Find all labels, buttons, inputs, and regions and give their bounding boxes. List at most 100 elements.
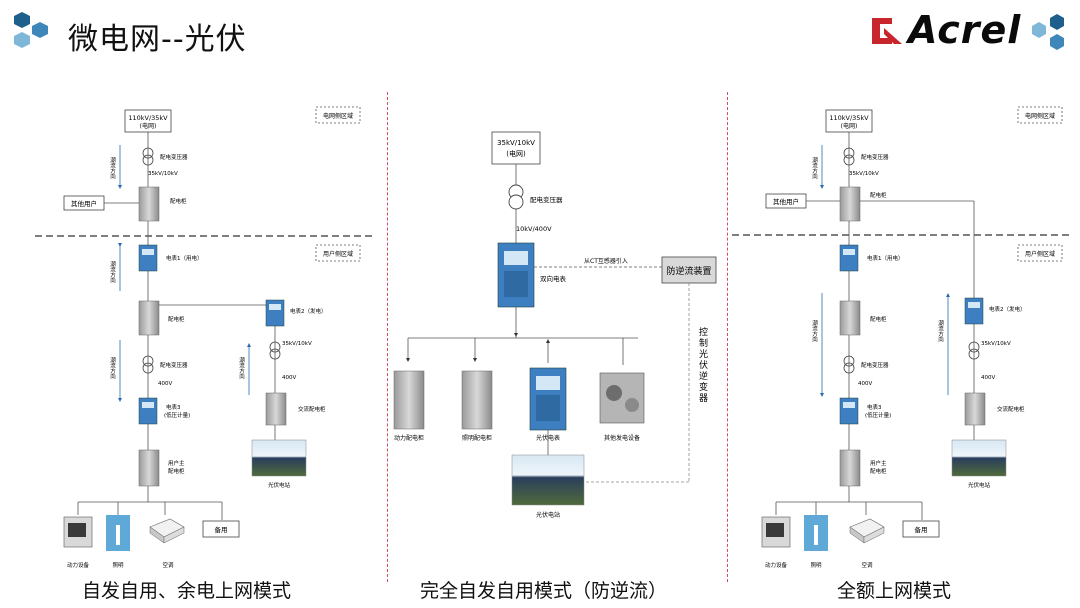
user-main-cabinet <box>138 449 160 487</box>
device-ac-label: 空调 <box>861 561 873 569</box>
divider-right <box>727 92 728 582</box>
flow-label-1: 潮流方向 <box>109 156 116 180</box>
device-power-label: 动力设备 <box>67 561 90 569</box>
grid-voltage-label: 110kV/35kV <box>128 114 168 122</box>
distribution-cabinet <box>839 186 861 222</box>
grid-voltage-label: 35kV/10kV <box>497 139 535 147</box>
device-light-label: 照明 <box>112 562 124 569</box>
pv-station-image <box>511 454 585 506</box>
ac-distribution-cabinet <box>964 392 986 426</box>
grid-zone-box <box>1017 106 1063 124</box>
user-main-cabinet <box>839 449 861 487</box>
hexagon-cluster-icon <box>14 12 48 48</box>
user-zone-label: 用户侧区域 <box>323 250 353 258</box>
other-user-label: 其他用户 <box>71 199 97 208</box>
meter-1-icon <box>839 244 859 272</box>
grid-sub-label: (电网) <box>506 149 526 158</box>
distribution-cabinet-2 <box>138 300 160 336</box>
grid-zone-label: 电网侧区域 <box>1025 112 1055 120</box>
grid-sub-label: (电网) <box>841 122 858 130</box>
power-distribution-cabinet <box>393 370 425 430</box>
page-title: 微电网--光伏 <box>68 22 247 57</box>
hexagon-cluster-right-icon <box>1032 14 1064 50</box>
voltage-35-10-label-2: 35kV/10kV <box>282 341 312 347</box>
flow-label-2: 潮流方向 <box>109 260 116 284</box>
meter-3-label: 电表3 <box>166 403 181 411</box>
pv-station-label: 光伏电站 <box>536 511 560 519</box>
spare-box <box>202 520 240 538</box>
meter-3-sub-label: (低压计量) <box>164 411 190 419</box>
device-light-label: 照明 <box>810 562 822 569</box>
meter-1-label: 电表1（用电） <box>867 254 904 262</box>
ac-cabinet-label: 交流配电柜 <box>298 405 326 413</box>
meter-2-label: 电表2（发电） <box>989 305 1026 313</box>
generator-label: 其他发电设备 <box>604 434 640 442</box>
transformer-label: 配电变压器 <box>160 153 188 161</box>
grid-zone-label: 电网侧区域 <box>323 112 353 120</box>
cabinet-label-2: 配电柜 <box>168 315 185 323</box>
voltage-400-label: 400V <box>158 381 172 387</box>
transformer-label-2: 配电变压器 <box>160 361 188 369</box>
grid-source-box <box>491 131 541 165</box>
pv-station-label: 光伏电站 <box>268 481 291 489</box>
lighting-distribution-cabinet <box>461 370 493 430</box>
device-spare-label: 备用 <box>215 525 228 534</box>
meter-1-icon <box>138 244 158 272</box>
meter-1-label: 电表1（用电） <box>166 254 203 262</box>
mode-label-full-self-use: 完全自发自用模式（防逆流） <box>420 580 668 602</box>
power-cab-label: 动力配电柜 <box>394 434 424 442</box>
anti-backflow-label: 防逆流装置 <box>666 265 711 277</box>
control-inverter-note: 控制光伏逆变器 <box>697 326 708 404</box>
flow-label-2: 潮流方向 <box>811 319 818 343</box>
panel-1-diagram: 110kV/35kV (电网) 电网侧区域 配电变压器 35kV/10kV 潮流… <box>35 106 375 569</box>
user-zone-label: 用户侧区域 <box>1025 250 1055 258</box>
transformer-icon <box>142 147 154 159</box>
voltage-35-10-label: 35kV/10kV <box>849 171 879 177</box>
voltage-400-label: 400V <box>858 381 872 387</box>
meter-3-sub-label: (低压计量) <box>865 411 891 419</box>
light-cab-label: 照明配电柜 <box>462 434 492 442</box>
device-ac-label: 空调 <box>162 561 174 569</box>
cabinet-label-2: 配电柜 <box>870 315 887 323</box>
grid-sub-label: (电网) <box>140 122 157 130</box>
acrel-logo-text: Acrel <box>908 8 1022 52</box>
device-power-label: 动力设备 <box>765 561 788 569</box>
user-cabinet-label-1: 用户主 <box>168 459 185 467</box>
voltage-35-10-label: 35kV/10kV <box>148 171 178 177</box>
user-cabinet-label-2: 配电柜 <box>870 467 887 475</box>
pv-station-image <box>251 439 307 477</box>
cabinet-label: 配电柜 <box>870 191 887 199</box>
divider-left <box>387 92 388 582</box>
mode-label-self-use-surplus: 自发自用、余电上网模式 <box>82 580 292 602</box>
transformer-icon-2 <box>142 355 154 367</box>
transformer-icon <box>843 147 855 159</box>
meter-2-icon <box>964 297 984 325</box>
mode-label-full-grid: 全额上网模式 <box>837 580 952 602</box>
meter-3-icon <box>138 397 158 425</box>
voltage-10k-400-label: 10kV/400V <box>516 225 552 233</box>
acrel-logo-icon <box>872 18 902 44</box>
meter-3-label: 电表3 <box>867 403 882 411</box>
user-cabinet-label-1: 用户主 <box>870 459 887 467</box>
transformer-label: 配电变压器 <box>530 195 563 204</box>
meter-3-icon <box>839 397 859 425</box>
pv-station-image <box>951 439 1007 477</box>
flow-label-4: 潮流方向 <box>238 356 245 380</box>
transformer-icon-3 <box>269 341 281 353</box>
grid-zone-box <box>315 106 361 124</box>
voltage-400-label-2: 400V <box>282 375 296 381</box>
anti-backflow-device-box <box>661 256 717 284</box>
transformer-icon-3 <box>968 341 980 353</box>
voltage-35-10-label-2: 35kV/10kV <box>981 341 1011 347</box>
transformer-label-2: 配电变压器 <box>861 361 889 369</box>
grid-voltage-label: 110kV/35kV <box>829 114 869 122</box>
panel-3-diagram: 110kV/35kV (电网) 电网侧区域 配电变压器 35kV/10kV 潮流… <box>732 106 1072 569</box>
ac-cabinet-label: 交流配电柜 <box>997 405 1025 413</box>
generator-equipment-icon <box>599 372 645 424</box>
user-zone-box <box>315 244 361 262</box>
distribution-cabinet <box>138 186 160 222</box>
voltage-400-label-2: 400V <box>981 375 995 381</box>
user-cabinet-label-2: 配电柜 <box>168 467 185 475</box>
ct-note-label: 从CT互感器引入 <box>584 257 628 265</box>
device-spare-label: 备用 <box>915 525 928 534</box>
